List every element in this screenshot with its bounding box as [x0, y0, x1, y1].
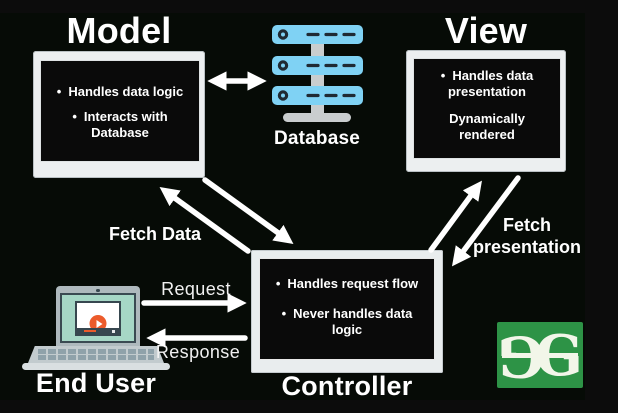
play-icon	[89, 315, 107, 332]
model-monitor-icon: • Handles data logic • Interacts with Data…	[33, 51, 205, 178]
request-label: Request	[161, 279, 231, 299]
fetch-presentation-label: Fetch presentation	[472, 215, 582, 257]
controller-screen: •Handles request flow •Never handles dat…	[259, 258, 435, 360]
view-item-text: Handles data presentation	[447, 68, 534, 99]
server-units	[272, 25, 363, 105]
logo-crossbar	[502, 353, 578, 358]
laptop-base	[22, 363, 170, 370]
end-user-label: End User	[35, 368, 157, 398]
controller-item-text: Handles request flow	[287, 276, 419, 291]
laptop-camera-icon	[96, 289, 100, 292]
video-progress	[84, 330, 96, 332]
controller-item-text: Never handles data logic	[293, 306, 413, 337]
view-monitor-icon: •Handles data presentation Dynamically r…	[406, 50, 566, 172]
view-plain-item: Dynamically rendered	[431, 111, 543, 143]
database-label: Database	[273, 128, 361, 149]
controller-title: Controller	[281, 371, 413, 401]
model-bullet-list: • Handles data logic • Interacts with Data…	[41, 61, 199, 141]
view-screen: •Handles data presentation Dynamically r…	[413, 58, 561, 159]
view-bullet-list: •Handles data presentation Dynamically r…	[414, 59, 560, 143]
controller-box: •Handles request flow •Never handles dat…	[251, 250, 443, 373]
video-player	[75, 301, 121, 336]
bullet-icon: •	[56, 84, 62, 99]
laptop-screen	[60, 293, 136, 343]
database-icon	[272, 25, 363, 122]
model-item-text: Interacts with Database	[83, 109, 168, 140]
laptop-keyboard	[28, 346, 164, 363]
keyboard-keys-row	[38, 355, 154, 360]
controller-bullet-list: •Handles request flow •Never handles dat…	[260, 259, 434, 338]
geeksforgeeks-logo: G G	[497, 322, 583, 389]
model-screen: • Handles data logic • Interacts with Data…	[40, 60, 200, 162]
bullet-icon: •	[440, 68, 446, 83]
gfg-monogram-icon: G G	[497, 323, 583, 389]
bullet-icon: •	[72, 109, 77, 124]
view-bullet-item: •Handles data presentation	[429, 68, 545, 100]
view-item-text: Dynamically rendered	[449, 111, 525, 142]
controller-bullet-item: • Never handles data logic	[272, 306, 422, 338]
video-controls-bar	[77, 328, 119, 334]
response-label: Response	[155, 342, 241, 362]
controller-bullet-item: • Handles request flow	[270, 276, 424, 292]
model-bullet-item: • Interacts with Database	[56, 109, 184, 141]
bullet-icon: •	[275, 276, 281, 291]
model-item-text: Handles data logic	[68, 84, 184, 99]
view-title: View	[444, 10, 528, 51]
fetch-data-label: Fetch Data	[108, 224, 202, 244]
end-user-laptop-icon	[22, 282, 170, 372]
model-bullet-item: • Handles data logic	[55, 84, 185, 100]
server-base	[283, 113, 351, 122]
video-fullscreen-icon	[112, 329, 115, 333]
bullet-icon: •	[281, 306, 287, 321]
keyboard-keys-row	[38, 349, 154, 354]
model-title: Model	[66, 10, 172, 51]
